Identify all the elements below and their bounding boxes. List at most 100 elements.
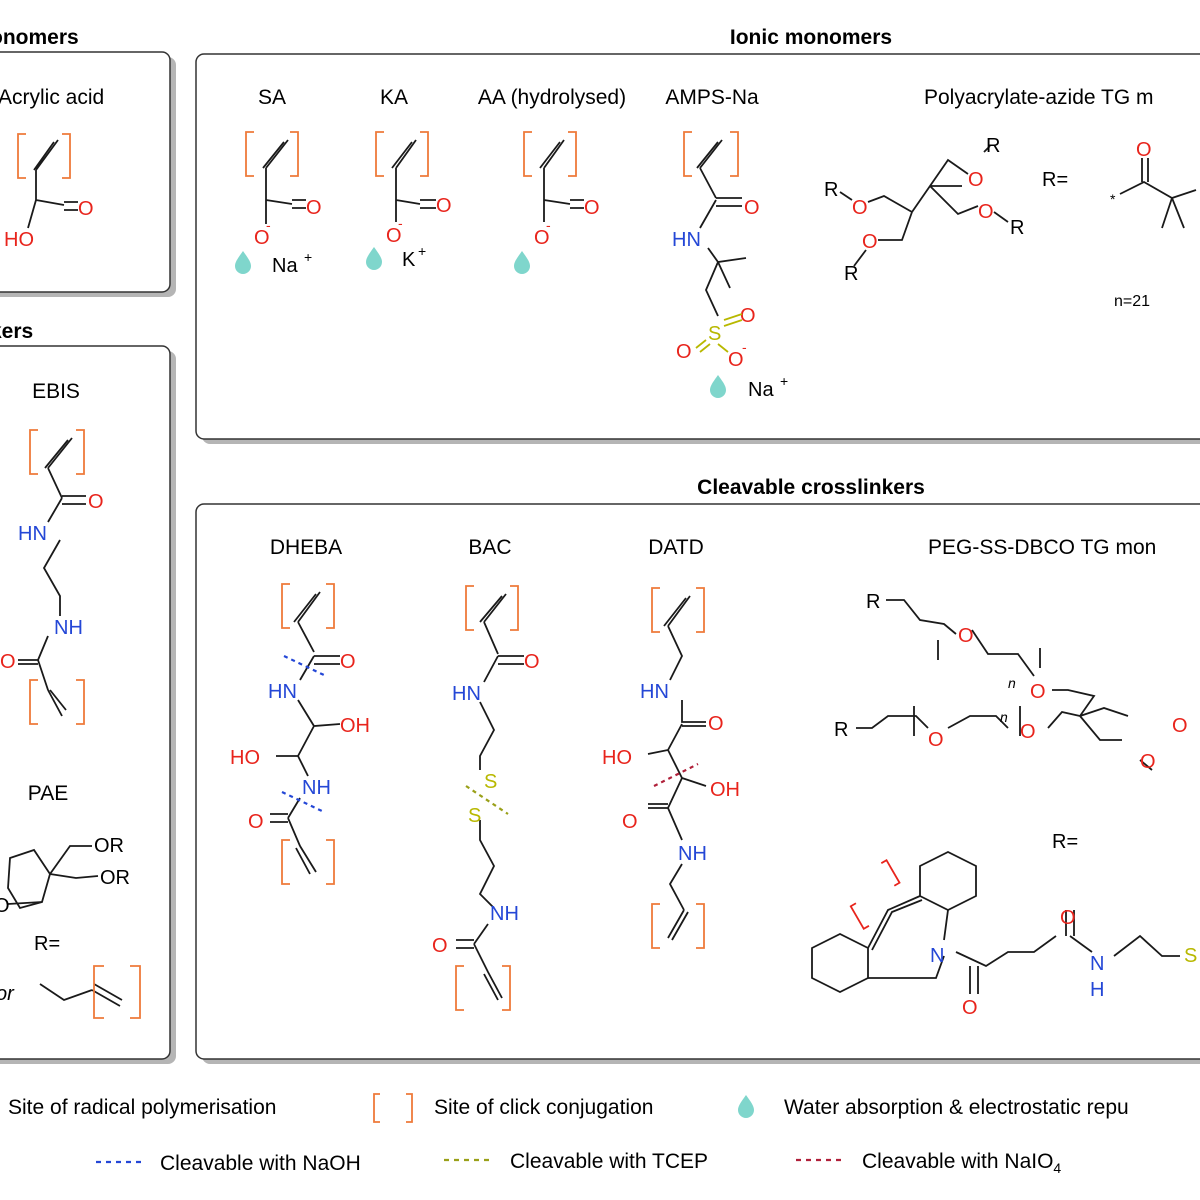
ebis-nh: NH [54,617,83,639]
cleavable-panel [195,503,1200,1060]
ebis-o1: O [88,491,104,513]
aa-structure: AA (hydrolysed) O O - [478,86,626,274]
aa-o: O [584,197,600,219]
bac-o2: O [432,935,448,957]
dbco-o2: O [1060,907,1076,929]
datd-oh: OH [710,779,740,801]
tg-r-o: O [1136,139,1152,161]
bac-structure: BAC O HN S S NH O [432,536,540,1011]
ebis-o2: O [0,651,16,673]
sa-o-minus: O [254,227,270,249]
peg-r-eq: R= [1052,831,1078,853]
datd-ho: HO [602,747,632,769]
peg-o-5: O [1172,715,1188,737]
amps-s: S [708,323,721,345]
acrylic-o: O [78,198,94,220]
acrylic-acid-structure: Acrylic acid O HO [0,86,104,251]
legend-water-drop-icon [738,1095,754,1118]
peg-dbco-label: PEG-SS-DBCO TG mon [928,536,1156,559]
aa-label: AA (hydrolysed) [478,86,626,109]
legend-bracket-icon [373,1093,413,1123]
tg-r-4: R [844,263,858,285]
dheba-ho: HO [230,747,260,769]
ka-plus: + [418,243,426,259]
amps-o1: O [744,197,760,219]
ka-minus: - [398,215,403,231]
tg-r-eq: R= [1042,169,1068,191]
ka-o: O [436,195,452,217]
peg-o-3: O [928,729,944,751]
dbco-amide-h: H [1090,979,1104,1001]
ka-structure: KA O O - K + [366,86,452,271]
aa-o-minus: O [534,227,550,249]
tg-r-1: R [986,135,1000,157]
legend-tcep-label: Cleavable with TCEP [510,1150,708,1173]
pae-label: PAE [28,782,68,805]
amps-o-minus: O [728,349,744,371]
peg-o-4: O [1020,721,1036,743]
tg-star: * [1110,191,1116,207]
tg-polyacrylate-label: Polyacrylate-azide TG m [924,86,1154,109]
sa-structure: SA O O - Na + [235,86,322,277]
ka-k: K [402,249,416,271]
datd-o2: O [622,811,638,833]
amps-o2: O [740,305,756,327]
bac-s2: S [468,805,481,827]
amps-plus: + [780,373,788,389]
dheba-oh: OH [340,715,370,737]
crosslinker-section-title: kers [0,320,33,343]
ionic-section-title: Ionic monomers [730,26,892,49]
acrylic-acid-label: Acrylic acid [0,86,104,109]
peg-n-2: n [1000,709,1008,725]
sa-plus: + [304,249,312,265]
peg-n-1: n [1008,675,1016,691]
dbco-s: S [1184,945,1197,967]
pae-or-1: OR [94,835,124,857]
pae-o: O [0,895,10,917]
tg-r-3: R [824,179,838,201]
amps-label: AMPS-Na [665,86,759,109]
tg-o-4: O [862,231,878,253]
amps-minus: - [742,339,747,355]
bac-nh: NH [490,903,519,925]
dbco-o1: O [962,997,978,1019]
dheba-nh: NH [302,777,331,799]
peg-o-1: O [958,625,974,647]
legend-water-label: Water absorption & electrostatic repu [784,1096,1129,1119]
amps-o3: O [676,341,692,363]
bac-o1: O [524,651,540,673]
neutral-section-title: onomers [0,26,79,49]
ebis-structure: EBIS HN O NH O [0,380,104,725]
legend-naoh-label: Cleavable with NaOH [160,1152,361,1175]
datd-o1: O [708,713,724,735]
dbco-amide-n: N [1090,953,1104,975]
acrylic-ho: HO [4,229,34,251]
tg-o-3: O [852,197,868,219]
dheba-hn: HN [268,681,297,703]
panels [0,51,1200,1064]
tg-o-2: O [978,201,994,223]
sa-label: SA [258,86,286,109]
tg-polyacrylate-structure: Polyacrylate-azide TG m R O O R R O O R … [824,86,1197,310]
crosslinker-panel [0,345,171,1060]
legend-radical-label: Site of radical polymerisation [8,1096,276,1119]
datd-structure: DATD HN O HO OH O NH [602,536,740,949]
peg-r-2: R [834,719,848,741]
pae-r-eq: R= [34,933,60,955]
sa-o: O [306,197,322,219]
tg-r-2: R [1010,217,1024,239]
ka-label: KA [380,86,408,109]
bac-hn: HN [452,683,481,705]
peg-o-6: O [1140,751,1156,773]
bac-label: BAC [468,536,511,559]
pae-or-2: OR [100,867,130,889]
dbco-n: N [930,945,944,967]
ka-o-minus: O [386,225,402,247]
bac-s1: S [484,771,497,793]
tg-n21: n=21 [1114,293,1150,310]
amps-structure: AMPS-Na O HN S O O O - Na + [665,86,788,401]
sa-minus: - [266,217,271,233]
tg-o-1: O [968,169,984,191]
